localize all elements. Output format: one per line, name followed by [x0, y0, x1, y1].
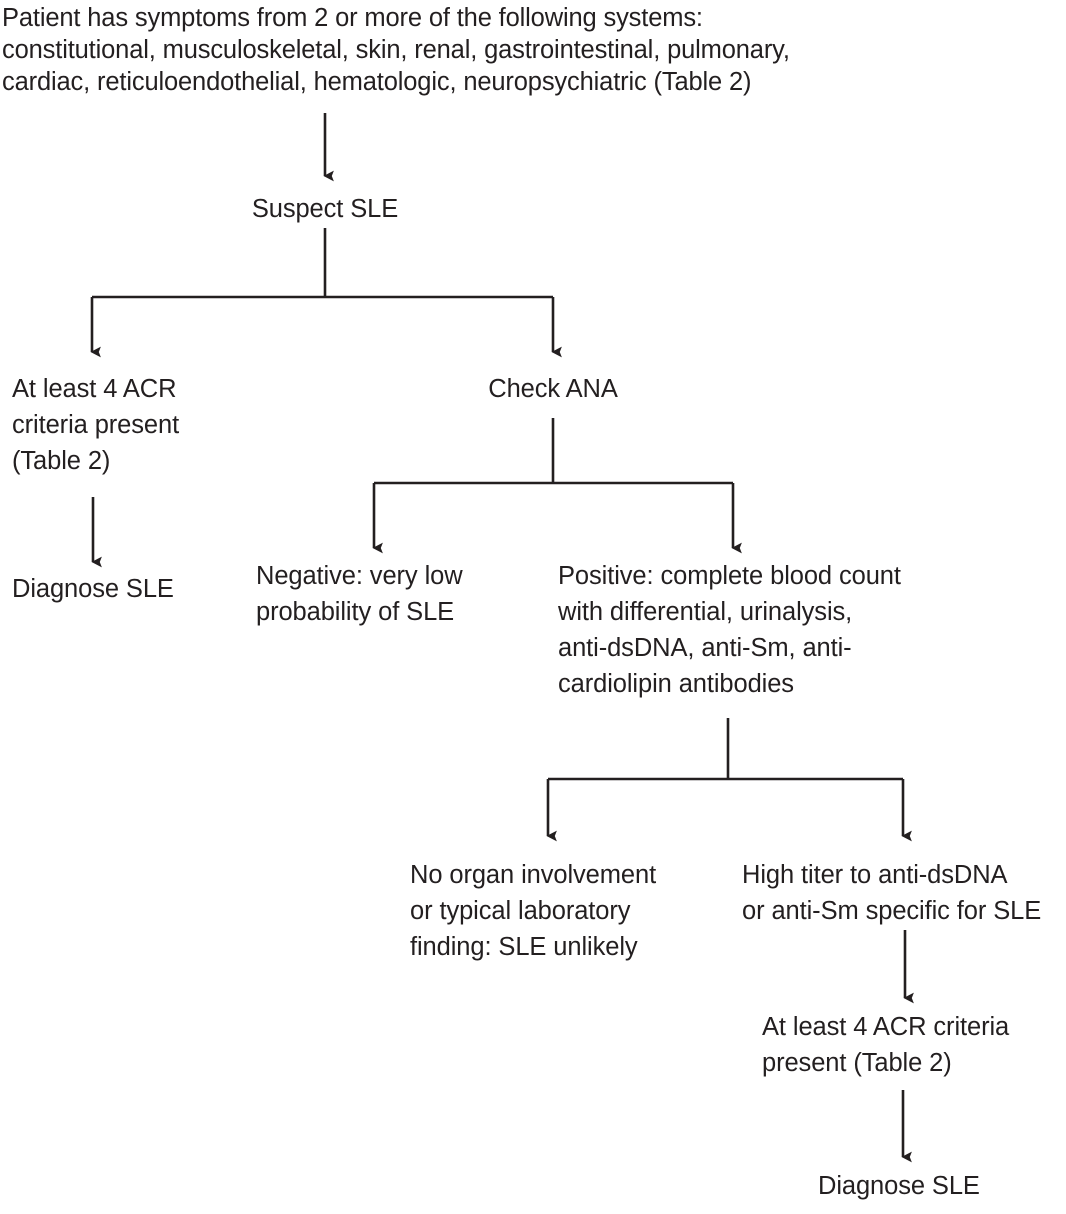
node-diagnose-sle-right: Diagnose SLE — [818, 1172, 980, 1200]
node-diagnose-sle-left: Diagnose SLE — [12, 575, 174, 603]
node-ana-positive: Positive: complete blood count with diff… — [558, 562, 901, 698]
node-check-ana: Check ANA — [488, 375, 618, 403]
node-no-organ-involvement: No organ involvement or typical laborato… — [410, 861, 657, 961]
intro-text: Patient has symptoms from 2 or more of t… — [2, 4, 790, 96]
node-suspect-sle: Suspect SLE — [251, 195, 399, 223]
node-acr-criteria-left: At least 4 ACR criteria present (Table 2… — [12, 375, 180, 475]
node-ana-negative: Negative: very low probability of SLE — [256, 562, 463, 626]
node-high-titer: High titer to anti-dsDNA or anti-Sm spec… — [742, 861, 1042, 925]
node-acr-criteria-right: At least 4 ACR criteria present (Table 2… — [762, 1013, 1010, 1077]
